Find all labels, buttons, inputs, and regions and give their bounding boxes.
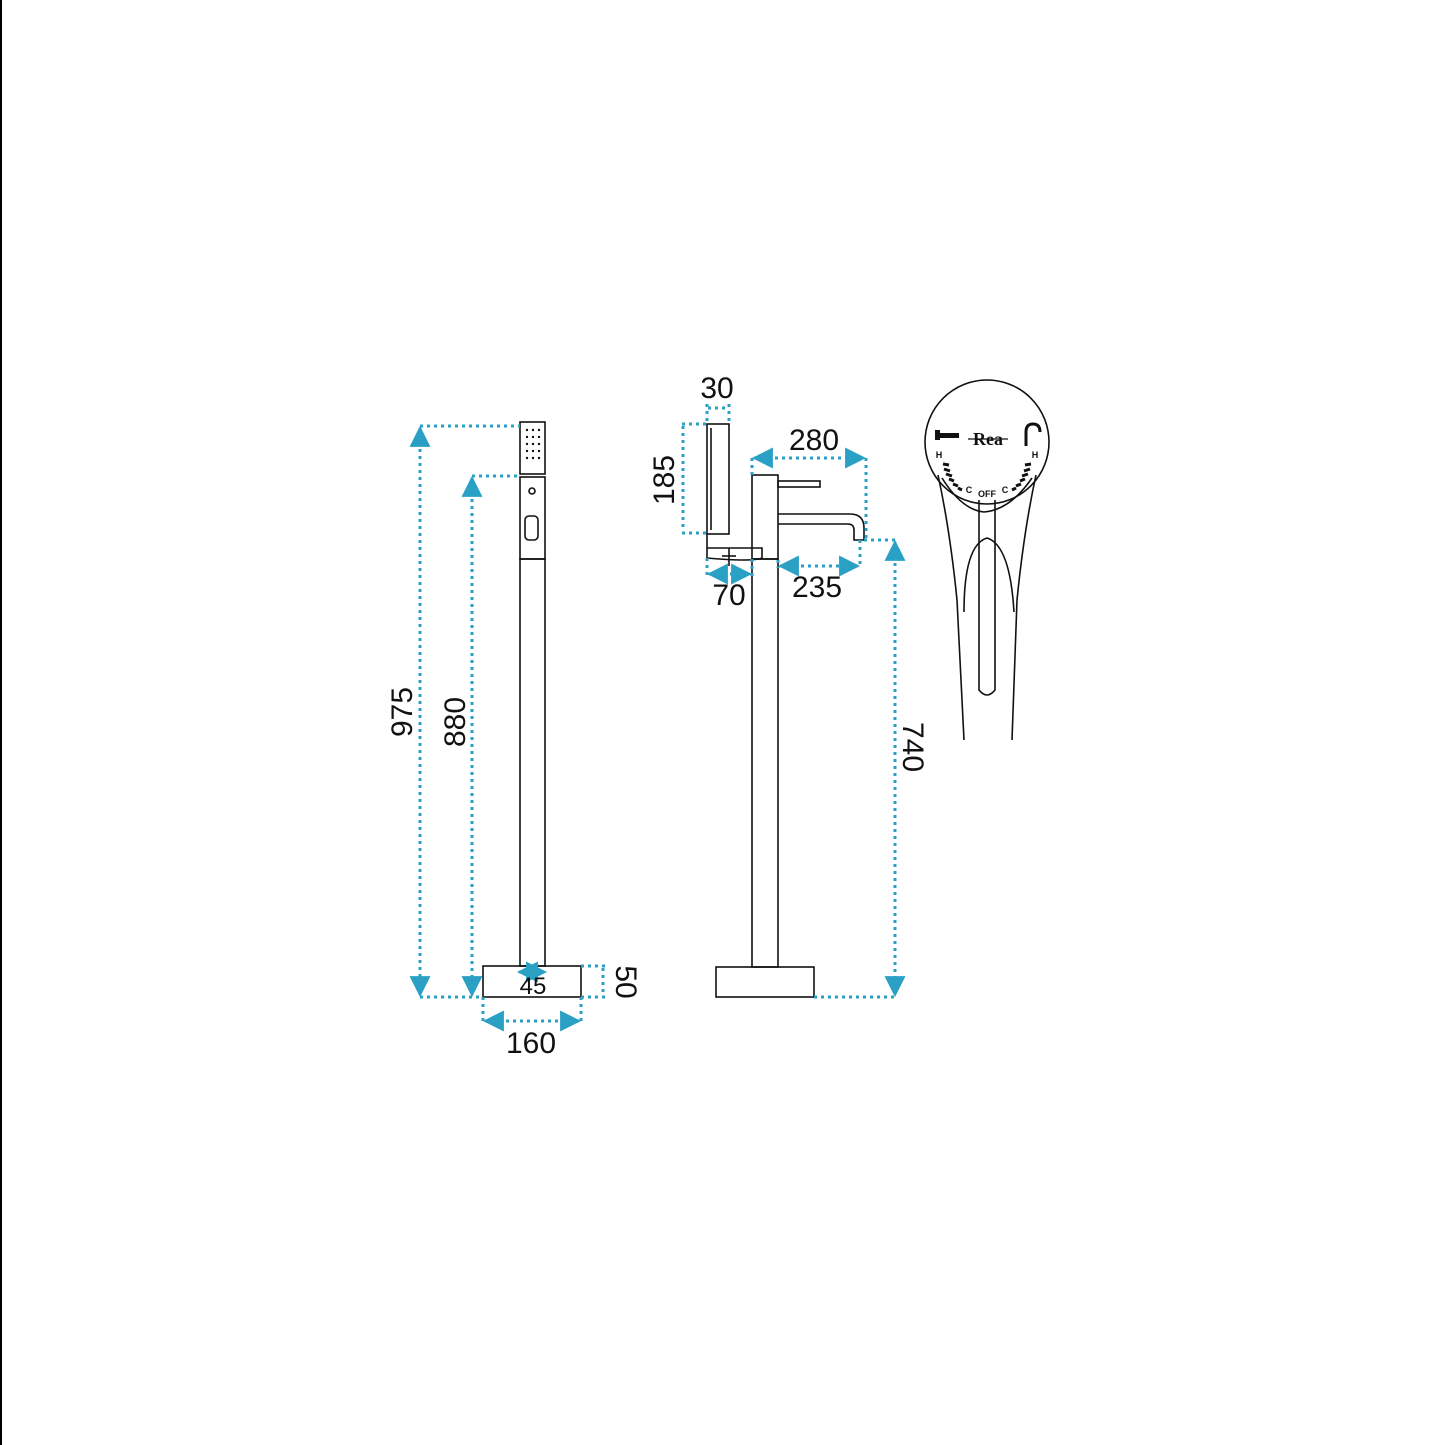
dim-50-label: 50 bbox=[609, 965, 642, 998]
side-lever bbox=[777, 480, 821, 488]
side-mixer-body bbox=[751, 474, 779, 560]
dim-975-label: 975 bbox=[386, 687, 419, 737]
lever-inner-arch bbox=[963, 537, 1015, 613]
spout-icon bbox=[935, 430, 959, 440]
side-view: 30 185 280 235 70 740 bbox=[648, 372, 929, 999]
label-cold-left: C bbox=[966, 485, 973, 495]
handle-detail: Rea H H C C OFF bbox=[924, 379, 1050, 741]
dim-70-label: 70 bbox=[712, 579, 745, 612]
dim-740-label: 740 bbox=[896, 722, 929, 772]
temperature-scale-right bbox=[1011, 462, 1032, 492]
lever-neck bbox=[941, 477, 1033, 513]
lever-outline-right bbox=[1011, 474, 1037, 741]
dim-160-label: 160 bbox=[506, 1027, 556, 1060]
dim-880-label: 880 bbox=[439, 697, 472, 747]
side-spout bbox=[778, 513, 865, 541]
dim-185-label: 185 bbox=[648, 455, 681, 505]
dim-45-label: 45 bbox=[520, 973, 547, 1000]
handset-nozzle-dots bbox=[525, 428, 541, 460]
side-handset bbox=[706, 423, 730, 535]
label-cold-right: C bbox=[1002, 485, 1009, 495]
front-holder bbox=[519, 476, 546, 560]
dim-30-label: 30 bbox=[700, 372, 733, 405]
side-base bbox=[715, 966, 815, 998]
dim-280-label: 280 bbox=[789, 424, 839, 457]
front-handset bbox=[519, 421, 546, 475]
dim-235-label: 235 bbox=[792, 571, 842, 604]
label-off: OFF bbox=[978, 489, 996, 499]
lever-outline-left bbox=[937, 474, 965, 741]
shower-icon bbox=[1024, 422, 1042, 446]
side-column bbox=[751, 558, 779, 968]
temperature-scale-left bbox=[942, 462, 963, 492]
front-holder-slot bbox=[524, 515, 539, 541]
side-handset-holder bbox=[706, 534, 763, 561]
front-holder-screw bbox=[528, 487, 536, 495]
lever-slot bbox=[978, 500, 996, 696]
front-view: 975 880 50 45 160 bbox=[386, 421, 642, 1060]
handle-disc bbox=[924, 379, 1050, 505]
label-hot-right: H bbox=[1032, 450, 1039, 460]
front-column bbox=[519, 558, 546, 967]
label-hot-left: H bbox=[936, 450, 943, 460]
